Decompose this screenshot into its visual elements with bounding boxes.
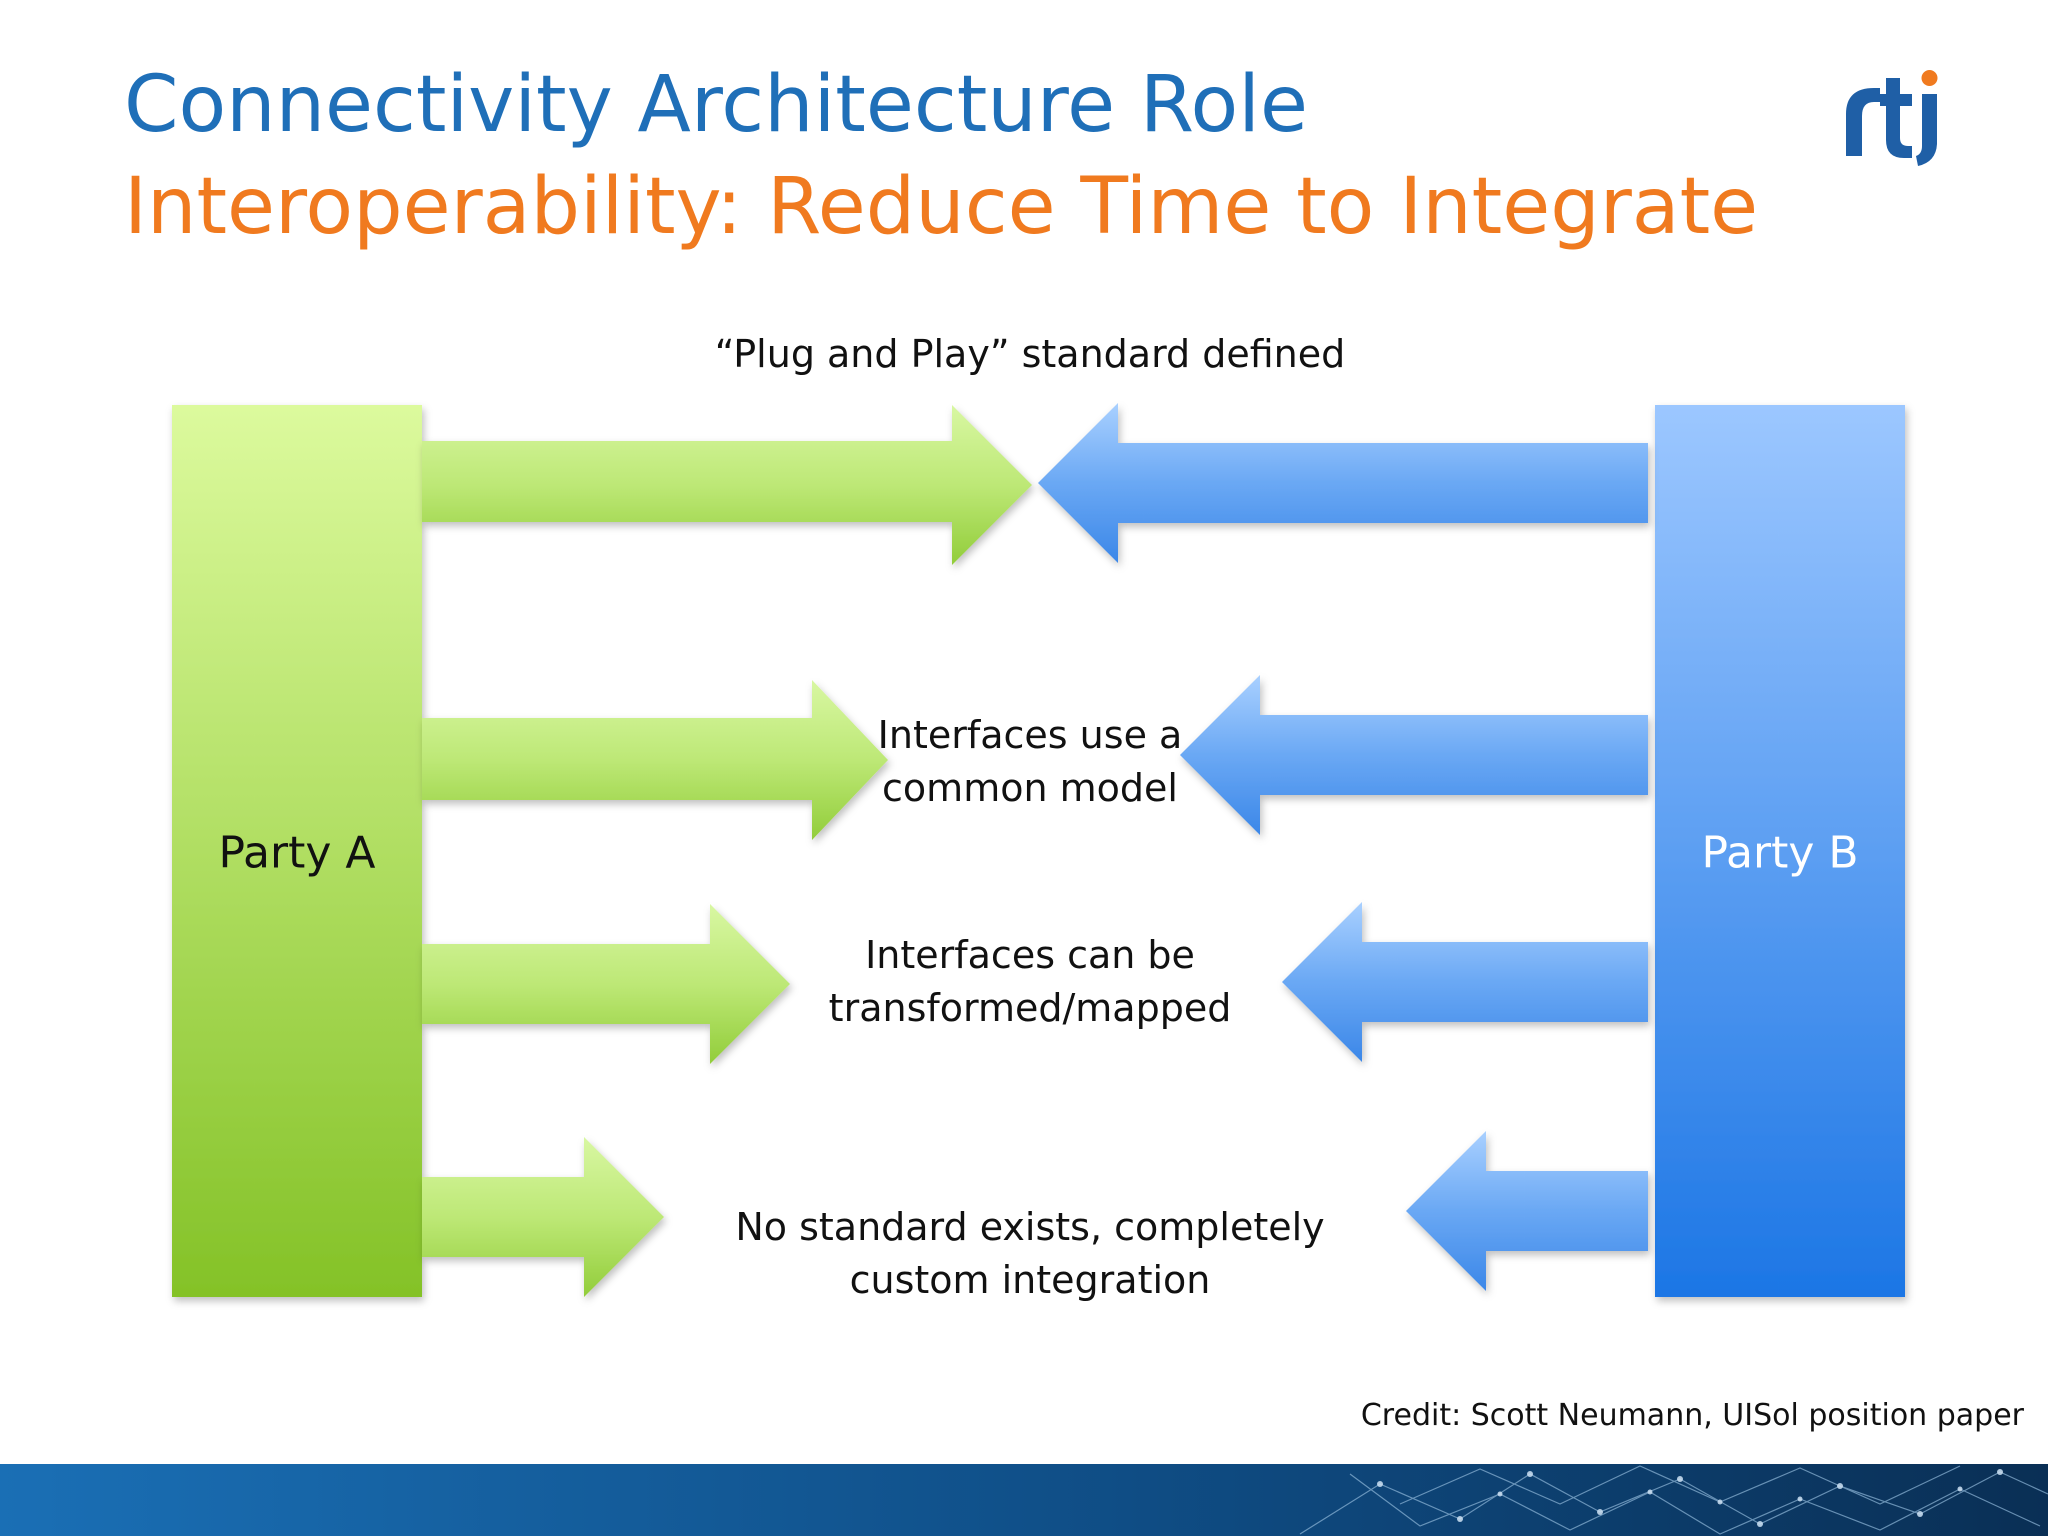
level-2-line-1: Interfaces use a	[877, 713, 1183, 757]
arrow-b-level-1	[1038, 403, 1648, 563]
level-2-line-2: common model	[882, 766, 1178, 811]
arrow-b-level-2	[1180, 675, 1648, 835]
level-4-line-2: custom integration	[849, 1258, 1211, 1303]
rti-logo: rti	[1846, 70, 1938, 166]
slide-subtitle: Interoperability: Reduce Time to Integra…	[124, 162, 1759, 252]
level-3-label: Interfaces can be transformed/mapped	[829, 929, 1232, 1035]
arrow-a-level-1	[422, 405, 1032, 565]
level-2-label: Interfaces use a common model	[878, 709, 1183, 815]
level-3-line-1: Interfaces can be	[865, 933, 1195, 977]
arrow-b-level-4	[1406, 1131, 1648, 1291]
arrow-a-level-3	[422, 904, 790, 1064]
level-1-line-1: “Plug and Play” standard defined	[714, 332, 1346, 376]
party-b-bar	[1655, 405, 1905, 1297]
level-4-line-1: No standard exists, completely	[735, 1205, 1325, 1249]
footer-banner	[0, 1464, 2048, 1536]
arrow-a-level-2	[422, 680, 888, 840]
level-1-label: “Plug and Play” standard defined	[715, 328, 1346, 381]
level-3-line-2: transformed/mapped	[828, 986, 1232, 1031]
level-4-label: No standard exists, completely custom in…	[735, 1201, 1324, 1307]
arrow-b-level-3	[1282, 902, 1648, 1062]
slide-title: Connectivity Architecture Role	[124, 60, 1308, 150]
arrow-a-level-4	[422, 1137, 664, 1297]
credit-text: Credit: Scott Neumann, UISol position pa…	[1360, 1398, 2024, 1433]
party-a-label: Party A	[218, 827, 376, 879]
party-a-bar	[172, 405, 422, 1297]
party-b-label: Party B	[1701, 827, 1859, 879]
